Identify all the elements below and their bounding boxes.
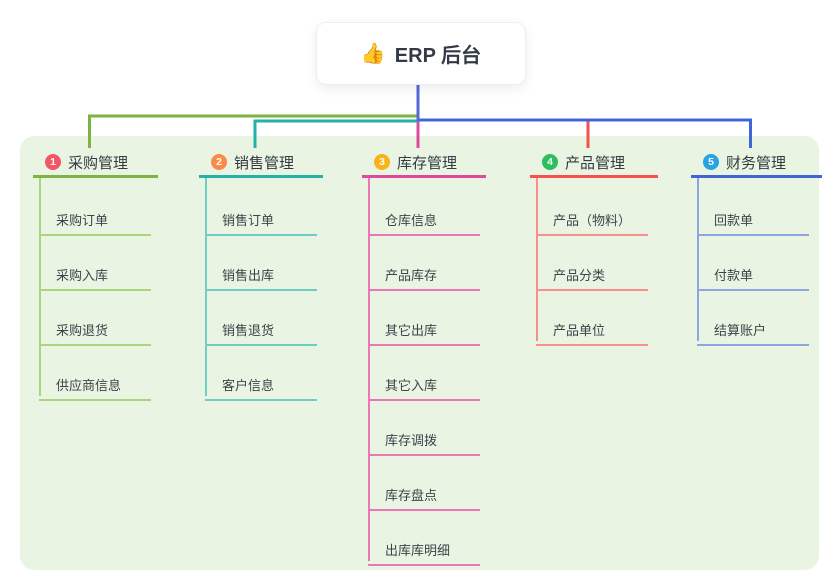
branch-header-purchase[interactable]: 1 采购管理 [33,149,158,178]
branch-label: 财务管理 [726,154,787,172]
branch-label: 销售管理 [234,154,295,172]
child-node-label: 销售订单 [222,213,275,228]
child-node-purchase-4[interactable]: 供应商信息 [39,370,151,401]
child-node-product-3[interactable]: 产品单位 [536,315,648,346]
branch-header-product[interactable]: 4 产品管理 [530,149,658,178]
child-node-label: 采购退货 [56,323,109,338]
child-node-label: 库存盘点 [385,488,438,503]
branch-header-finance[interactable]: 5 财务管理 [691,149,822,178]
child-node-inventory-5[interactable]: 库存调拨 [368,425,480,456]
child-node-product-1[interactable]: 产品（物料） [536,205,648,236]
child-node-label: 产品单位 [553,323,606,338]
child-node-label: 出库库明细 [385,543,451,558]
branch-label: 产品管理 [565,154,626,172]
child-node-label: 付款单 [714,268,754,283]
child-node-inventory-4[interactable]: 其它入库 [368,370,480,401]
child-node-label: 供应商信息 [56,378,122,393]
child-node-label: 采购入库 [56,268,109,283]
child-rail-inventory [368,178,370,561]
child-node-inventory-3[interactable]: 其它出库 [368,315,480,346]
child-node-inventory-6[interactable]: 库存盘点 [368,480,480,511]
branch-number-badge: 4 [542,154,558,170]
child-node-label: 结算账户 [714,323,767,338]
child-node-finance-3[interactable]: 结算账户 [697,315,809,346]
child-node-label: 库存调拨 [385,433,438,448]
branch-number-badge: 1 [45,154,61,170]
child-node-inventory-2[interactable]: 产品库存 [368,260,480,291]
child-node-purchase-1[interactable]: 采购订单 [39,205,151,236]
branch-header-inventory[interactable]: 3 库存管理 [362,149,486,178]
child-node-label: 回款单 [714,213,754,228]
child-rail-product [536,178,538,341]
child-node-finance-2[interactable]: 付款单 [697,260,809,291]
child-node-sales-2[interactable]: 销售出库 [205,260,317,291]
child-node-inventory-7[interactable]: 出库库明细 [368,535,480,566]
child-rail-sales [205,178,207,396]
child-node-label: 其它出库 [385,323,438,338]
root-node-label: ERP 后台 [394,45,482,67]
child-node-label: 产品分类 [553,268,606,283]
child-node-finance-1[interactable]: 回款单 [697,205,809,236]
child-node-product-2[interactable]: 产品分类 [536,260,648,291]
branch-header-sales[interactable]: 2 销售管理 [199,149,323,178]
child-node-purchase-2[interactable]: 采购入库 [39,260,151,291]
mindmap-panel [20,136,819,570]
child-node-label: 销售出库 [222,268,275,283]
branch-number-badge: 2 [211,154,227,170]
branch-label: 采购管理 [68,154,129,172]
child-rail-finance [697,178,699,341]
branch-label: 库存管理 [397,154,458,172]
root-node-erp[interactable]: 👍 ERP 后台 [316,22,526,85]
child-node-label: 销售退货 [222,323,275,338]
child-node-label: 其它入库 [385,378,438,393]
child-node-sales-4[interactable]: 客户信息 [205,370,317,401]
child-node-label: 采购订单 [56,213,109,228]
child-node-label: 产品（物料） [553,213,632,228]
child-node-sales-3[interactable]: 销售退货 [205,315,317,346]
branch-number-badge: 3 [374,154,390,170]
child-node-sales-1[interactable]: 销售订单 [205,205,317,236]
child-node-purchase-3[interactable]: 采购退货 [39,315,151,346]
child-node-label: 仓库信息 [385,213,438,228]
child-node-inventory-1[interactable]: 仓库信息 [368,205,480,236]
child-node-label: 产品库存 [385,268,438,283]
child-rail-purchase [39,178,41,396]
child-node-label: 客户信息 [222,378,275,393]
branch-number-badge: 5 [703,154,719,170]
thumbs-up-icon: 👍 [360,42,386,65]
